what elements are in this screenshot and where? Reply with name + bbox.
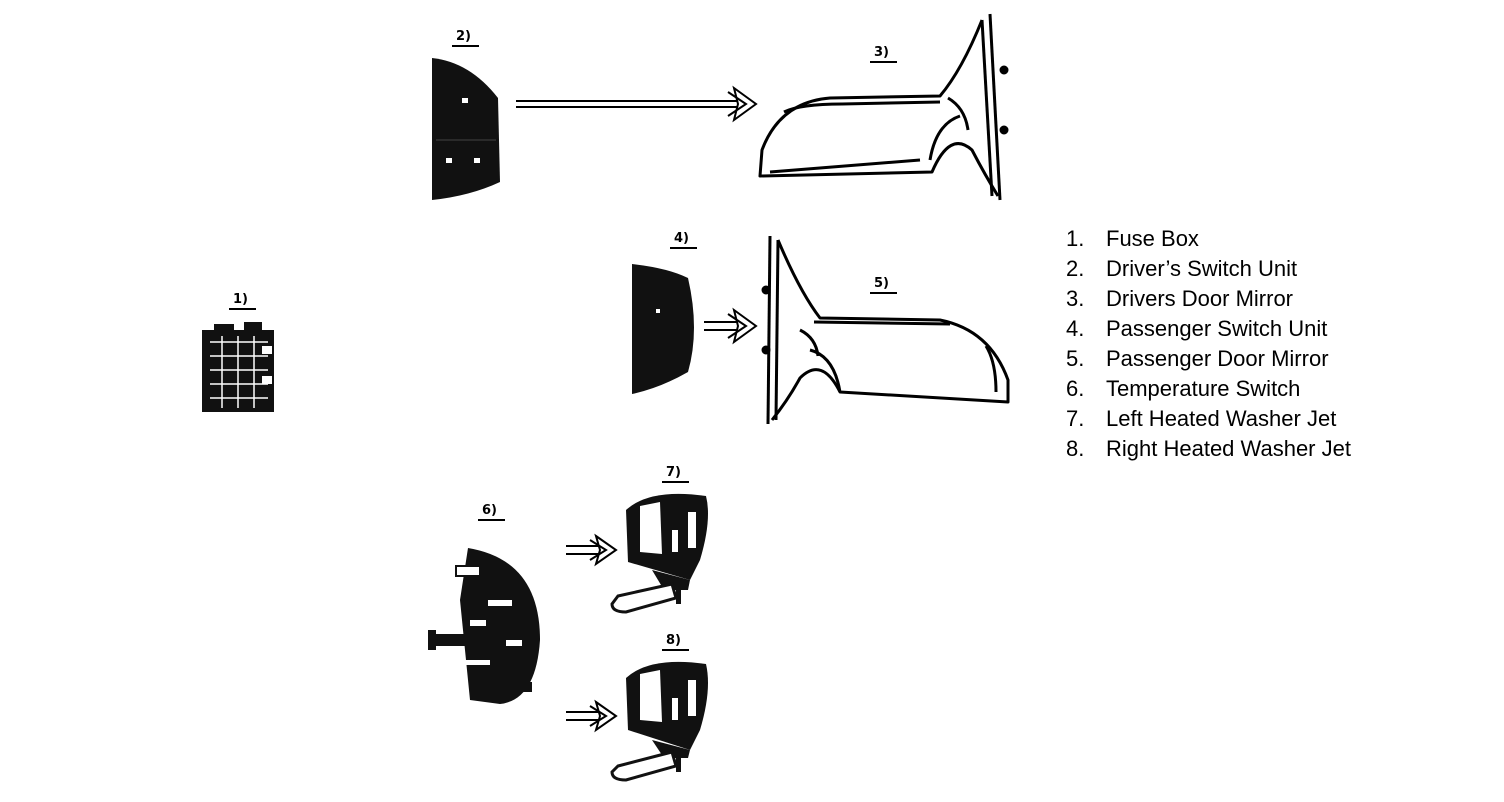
legend-number: 2. <box>1066 256 1085 281</box>
callout-fuse-box: 1) <box>229 292 256 310</box>
legend-label: Left Heated Washer Jet <box>1106 406 1337 431</box>
passenger-door-mirror <box>761 235 1010 425</box>
legend-item: 5. Passenger Door Mirror <box>1066 344 1351 374</box>
legend-label: Drivers Door Mirror <box>1106 286 1293 311</box>
legend-label: Temperature Switch <box>1106 376 1301 401</box>
legend-item: 4. Passenger Switch Unit <box>1066 314 1351 344</box>
callout-drivers-door-mirror: 3) <box>870 45 897 63</box>
callout-right-heated-washer-jet: 8) <box>662 633 689 651</box>
legend-number: 5. <box>1066 346 1085 371</box>
legend-number: 1. <box>1066 226 1085 251</box>
passenger-switch-unit <box>632 264 694 394</box>
temperature-switch <box>428 548 540 704</box>
right-heated-washer-jet <box>610 661 708 782</box>
legend-number: 7. <box>1066 406 1085 431</box>
callout-temperature-switch: 6) <box>478 503 505 521</box>
legend-item: 1. Fuse Box <box>1066 224 1351 254</box>
arrow-4-to-5 <box>704 307 758 345</box>
arrow-6-to-8 <box>566 699 618 733</box>
legend-item: 6. Temperature Switch <box>1066 374 1351 404</box>
legend-number: 8. <box>1066 436 1085 461</box>
legend-number: 3. <box>1066 286 1085 311</box>
legend-item: 3. Drivers Door Mirror <box>1066 284 1351 314</box>
callout-passenger-switch-unit: 4) <box>670 231 697 249</box>
drivers-door-mirror <box>758 13 1009 201</box>
legend-item: 2. Driver’s Switch Unit <box>1066 254 1351 284</box>
arrow-6-to-7 <box>566 533 618 567</box>
legend-label: Driver’s Switch Unit <box>1106 256 1298 281</box>
legend: 1. Fuse Box 2. Driver’s Switch Unit 3. Driv… <box>1066 224 1351 464</box>
fuse-box <box>202 322 274 412</box>
drivers-switch-unit <box>432 58 500 200</box>
callout-passenger-door-mirror: 5) <box>870 276 897 294</box>
left-heated-washer-jet <box>610 493 708 614</box>
arrow-2-to-3 <box>516 85 758 123</box>
callout-left-heated-washer-jet: 7) <box>662 465 689 483</box>
callout-drivers-switch-unit: 2) <box>452 29 479 47</box>
legend-label: Fuse Box <box>1106 226 1199 251</box>
legend-item: 7. Left Heated Washer Jet <box>1066 404 1351 434</box>
legend-item: 8. Right Heated Washer Jet <box>1066 434 1351 464</box>
legend-number: 6. <box>1066 376 1085 401</box>
legend-label: Passenger Door Mirror <box>1106 346 1329 371</box>
legend-number: 4. <box>1066 316 1085 341</box>
legend-label: Passenger Switch Unit <box>1106 316 1328 341</box>
legend-label: Right Heated Washer Jet <box>1106 436 1351 461</box>
